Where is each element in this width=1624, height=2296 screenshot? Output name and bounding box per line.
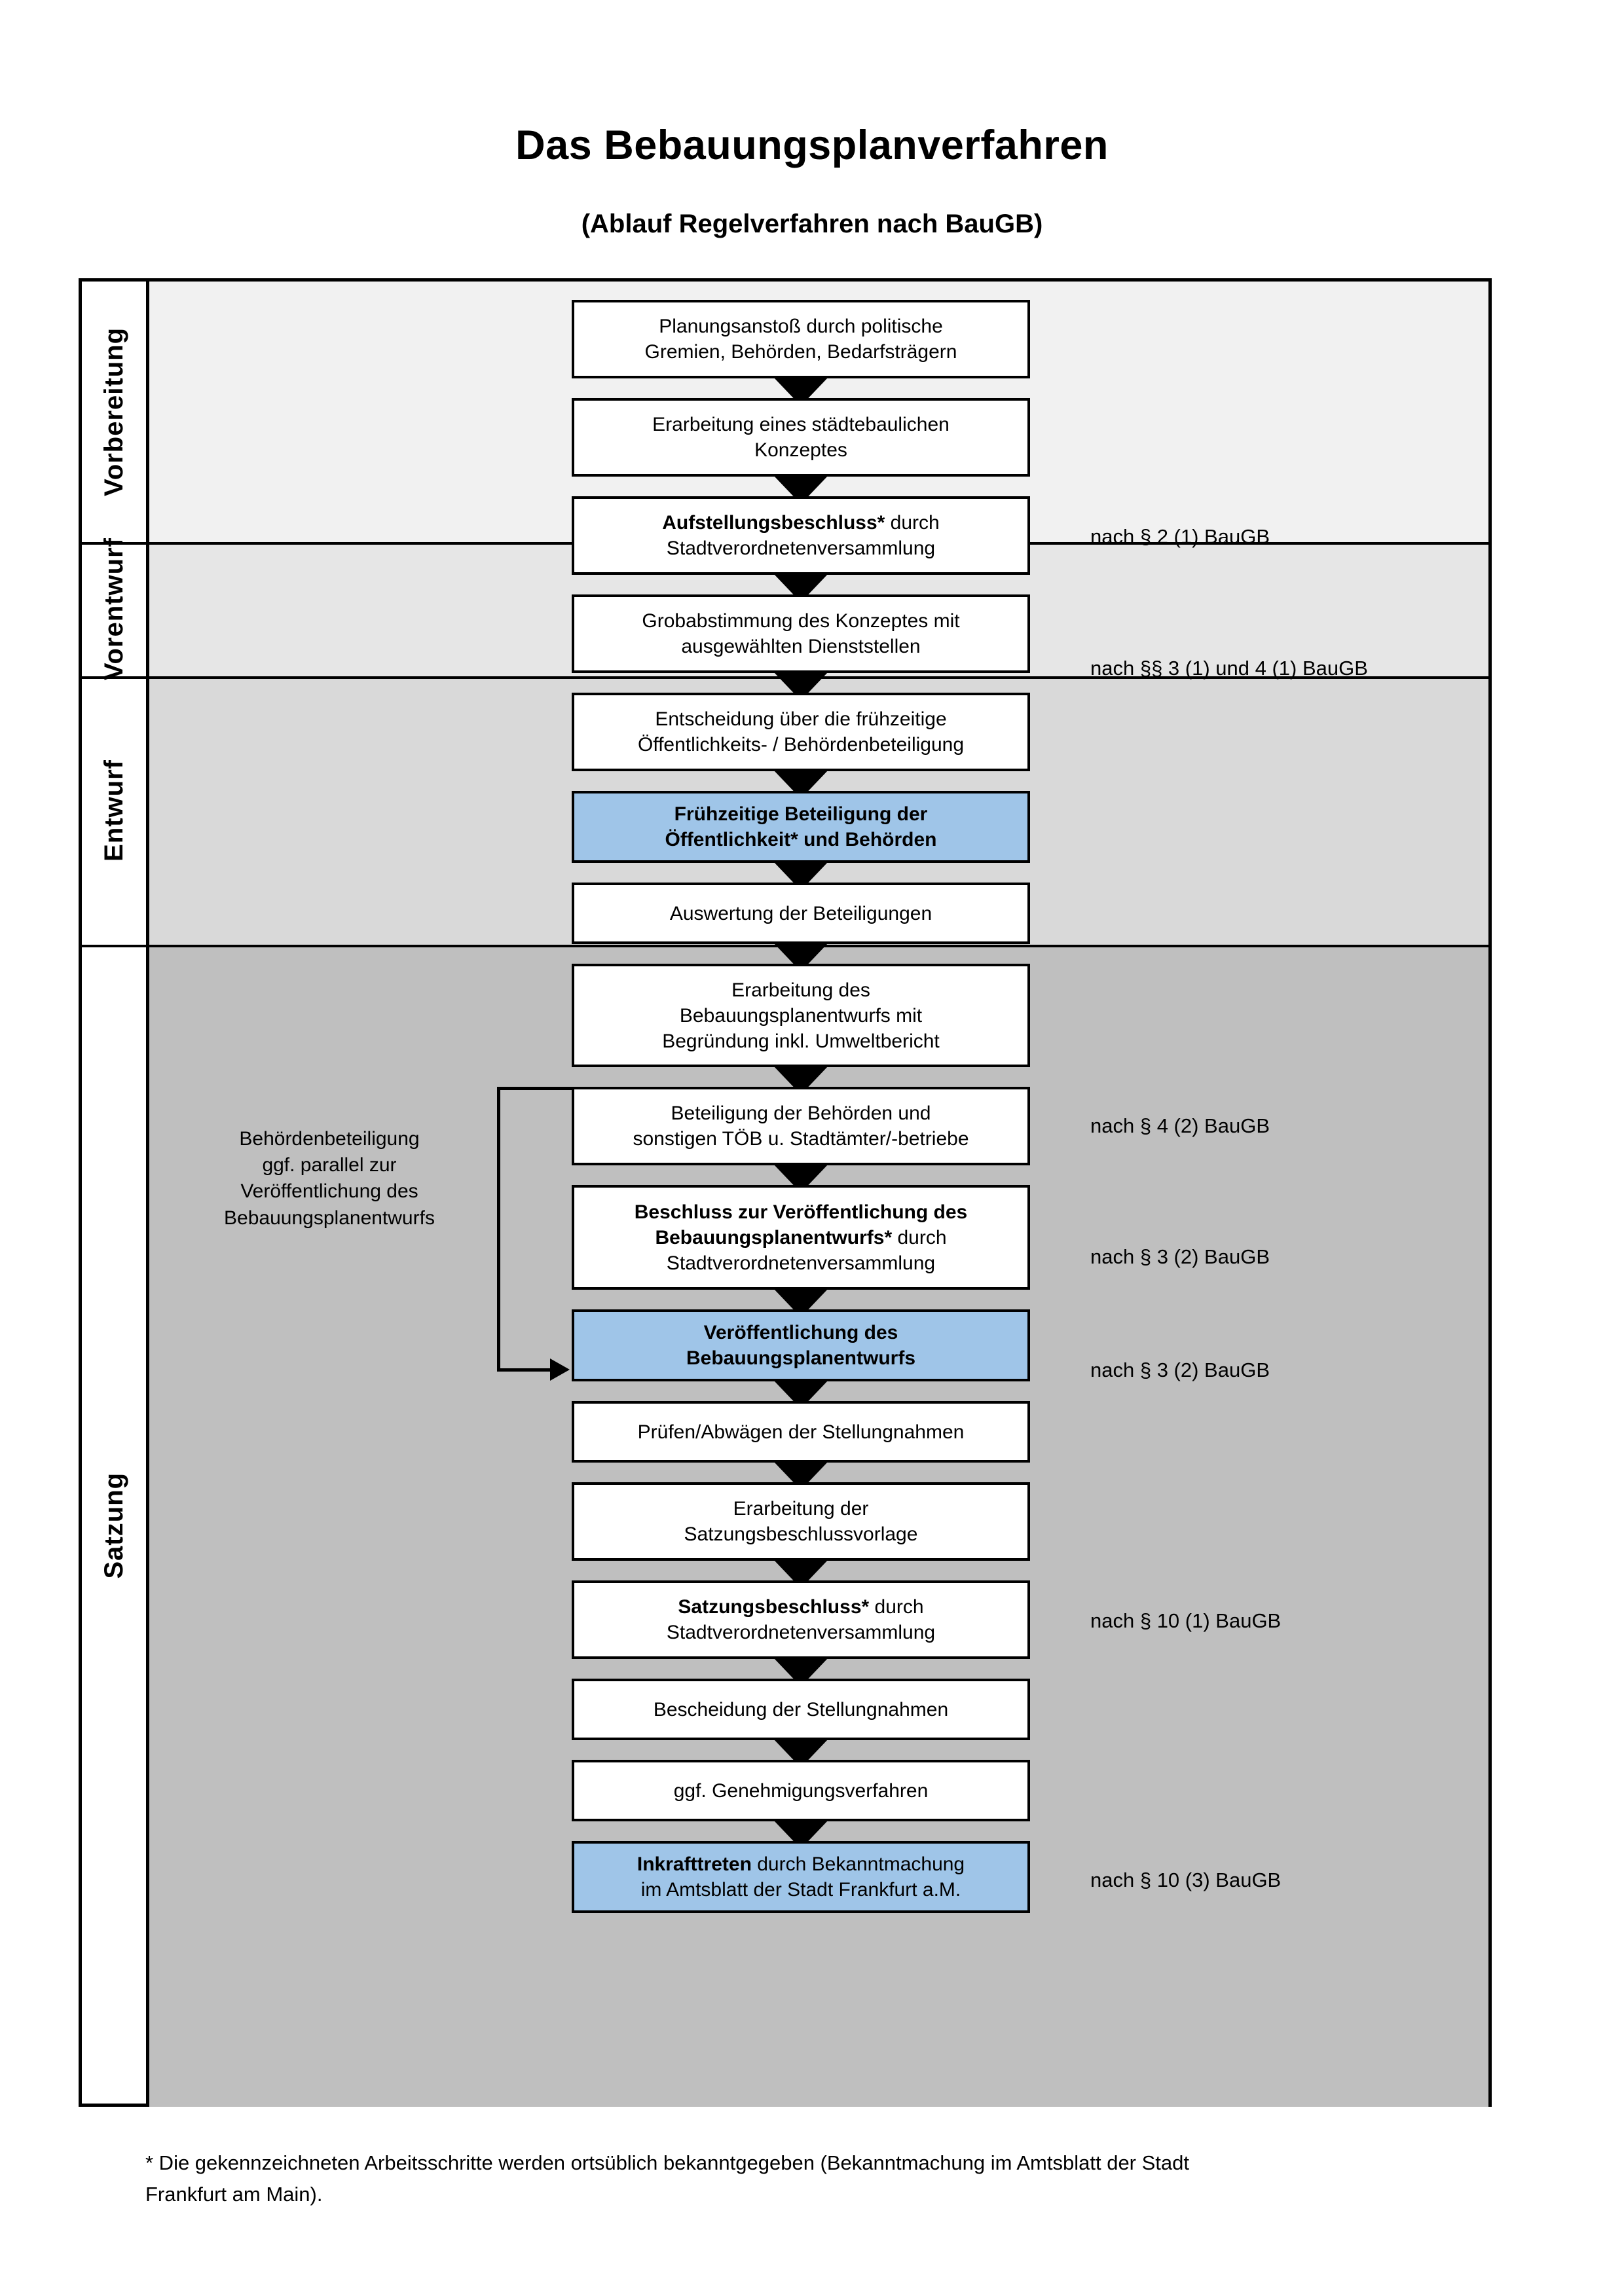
step-bescheidung[interactable]: Bescheidung der Stellungnahmen [572,1679,1030,1740]
legal-ref-beteiligung-behoerden: nach § 4 (2) BauGB [1090,1114,1270,1137]
step-line: Konzeptes [754,439,847,461]
step-aufstellungsbeschluss[interactable]: Aufstellungsbeschluss* durch Stadtverord… [572,496,1030,575]
step-line: Bebauungsplanentwurfs [686,1347,916,1369]
step-pruefen-abwaegen[interactable]: Prüfen/Abwägen der Stellungnahmen [572,1401,1030,1463]
step-line: Beschluss zur Veröffentlichung des [581,1199,1021,1225]
step-auswertung[interactable]: Auswertung der Beteiligungen [572,883,1030,944]
page-title: Das Bebauungsplanverfahren [515,122,1109,168]
step-line: Öffentlichkeits- / Behördenbeteiligung [637,734,965,756]
legal-ref-aufstellungsbeschluss: nach § 2 (1) BauGB [1090,525,1270,548]
step-erarbeitung-entwurf[interactable]: Erarbeitung des Bebauungsplanentwurfs mi… [572,964,1030,1067]
step-rest: durch [892,1226,947,1248]
step-bold: Aufstellungsbeschluss* [662,512,885,534]
step-bold: Beschluss zur Veröffentlichung des [634,1201,968,1223]
page-subtitle: (Ablauf Regelverfahren nach BauGB) [581,210,1043,238]
side-note-line: Bebauungsplanentwurfs [224,1207,435,1229]
step-line: Stadtverordnetenversammlung [666,1252,936,1274]
step-rest: durch [869,1596,924,1618]
side-note-line: ggf. parallel zur [262,1154,397,1176]
step-line: Erarbeitung eines städtebaulichen [652,414,950,435]
step-satzungsbeschluss[interactable]: Satzungsbeschluss* durch Stadtverordnete… [572,1580,1030,1659]
step-line: ggf. Genehmigungsverfahren [673,1779,929,1802]
step-line: Grobabstimmung des Konzeptes mit [642,610,960,632]
step-grobabstimmung[interactable]: Grobabstimmung des Konzeptes mit ausgewä… [572,594,1030,673]
step-line: Begründung inkl. Umweltbericht [662,1030,940,1052]
side-note-line: Behördenbeteiligung [239,1128,420,1150]
step-line: Auswertung der Beteiligungen [669,902,932,924]
step-line: Beteiligung der Behörden und [671,1102,931,1124]
step-line: Stadtverordnetenversammlung [666,538,936,559]
legal-ref-veroeffentlichung: nach § 3 (2) BauGB [1090,1358,1270,1381]
phase-label-text: Entwurf [99,759,128,862]
phase-label-text: Vorbereitung [99,327,128,496]
step-line: Erarbeitung des [731,979,870,1001]
step-line: Prüfen/Abwägen der Stellungnahmen [637,1421,965,1443]
step-line: Entscheidung über die frühzeitige [655,708,947,730]
step-veroeffentlichung[interactable]: Veröffentlichung des Bebauungsplanentwur… [572,1309,1030,1381]
bypass-vertical-segment [497,1087,500,1372]
step-genehmigungsverfahren[interactable]: ggf. Genehmigungsverfahren [572,1760,1030,1821]
phase-column-divider [146,282,149,2104]
step-line: Aufstellungsbeschluss* durch [581,510,1021,536]
phase-label-satzung: Satzung [82,945,146,2107]
step-line: Gremien, Behörden, Bedarfsträgern [644,341,957,363]
step-beteiligung-behoerden[interactable]: Beteiligung der Behörden und sonstigen T… [572,1087,1030,1165]
step-konzept[interactable]: Erarbeitung eines städtebaulichen Konzep… [572,398,1030,477]
legal-ref-fruehzeitige-beteiligung: nach §§ 3 (1) und 4 (1) BauGB [1090,657,1368,680]
side-note-line: Veröffentlichung des [240,1180,418,1203]
legal-ref-beschluss-veroeffentlichung: nach § 3 (2) BauGB [1090,1245,1270,1268]
footnote-line-2: Frankfurt am Main). [145,2183,323,2206]
step-line: Stadtverordnetenversammlung [666,1622,936,1643]
step-line: Planungsanstoß durch politische [659,316,943,337]
side-note-parallel-procedure: Behördenbeteiligung ggf. parallel zur Ve… [179,1126,480,1231]
step-line: Bebauungsplanentwurfs* durch [581,1225,1021,1250]
phase-label-entwurf: Entwurf [82,676,146,945]
step-line: ausgewählten Dienststellen [681,636,921,657]
step-fruehzeitige-beteiligung[interactable]: Frühzeitige Beteiligung der Öffentlichke… [572,791,1030,863]
step-line: Satzungsbeschlussvorlage [684,1523,918,1545]
phase-label-text: Vorentwurf [99,538,128,681]
flowchart-frame: Vorbereitung Vorentwurf Entwurf Satzung … [79,278,1492,2107]
step-line: Satzungsbeschluss* durch [581,1594,1021,1620]
step-line: Frühzeitige Beteiligung der [674,803,928,825]
step-line: Bescheidung der Stellungnahmen [653,1698,949,1721]
step-bold: Inkrafttreten [637,1853,752,1875]
step-line: Veröffentlichung des [703,1322,898,1343]
step-rest: durch Bekanntmachung [751,1853,965,1875]
bypass-top-segment [497,1087,573,1090]
step-line: sonstigen TÖB u. Stadtämter/-betriebe [633,1128,969,1150]
legal-ref-inkrafttreten: nach § 10 (3) BauGB [1090,1868,1282,1891]
phase-label-vorbereitung: Vorbereitung [82,282,146,542]
phase-label-vorentwurf: Vorentwurf [82,538,146,680]
phase-label-text: Satzung [99,1472,128,1579]
footnote: * Die gekennzeichneten Arbeitsschritte w… [145,2147,1501,2210]
step-rest: durch [885,512,940,534]
step-satzungsbeschlussvorlage[interactable]: Erarbeitung der Satzungsbeschlussvorlage [572,1482,1030,1561]
step-line: Erarbeitung der [733,1498,869,1520]
step-bold: Satzungsbeschluss* [678,1596,870,1618]
bypass-bottom-segment [497,1368,553,1372]
step-line: im Amtsblatt der Stadt Frankfurt a.M. [640,1879,961,1901]
step-bold: Bebauungsplanentwurfs* [655,1226,893,1248]
step-line: Öffentlichkeit* und Behörden [665,829,937,850]
step-beschluss-veroeffentlichung[interactable]: Beschluss zur Veröffentlichung des Bebau… [572,1185,1030,1290]
step-line: Inkrafttreten durch Bekanntmachung [581,1851,1021,1877]
step-line: Bebauungsplanentwurfs mit [679,1004,923,1027]
step-inkrafttreten[interactable]: Inkrafttreten durch Bekanntmachung im Am… [572,1841,1030,1913]
step-planungsanstoss[interactable]: Planungsanstoß durch politische Gremien,… [572,300,1030,378]
bypass-arrowhead-icon [550,1358,570,1381]
step-entscheidung-fruehzeitig[interactable]: Entscheidung über die frühzeitige Öffent… [572,693,1030,771]
footnote-line-1: * Die gekennzeichneten Arbeitsschritte w… [145,2151,1190,2174]
legal-ref-satzungsbeschluss: nach § 10 (1) BauGB [1090,1609,1282,1632]
